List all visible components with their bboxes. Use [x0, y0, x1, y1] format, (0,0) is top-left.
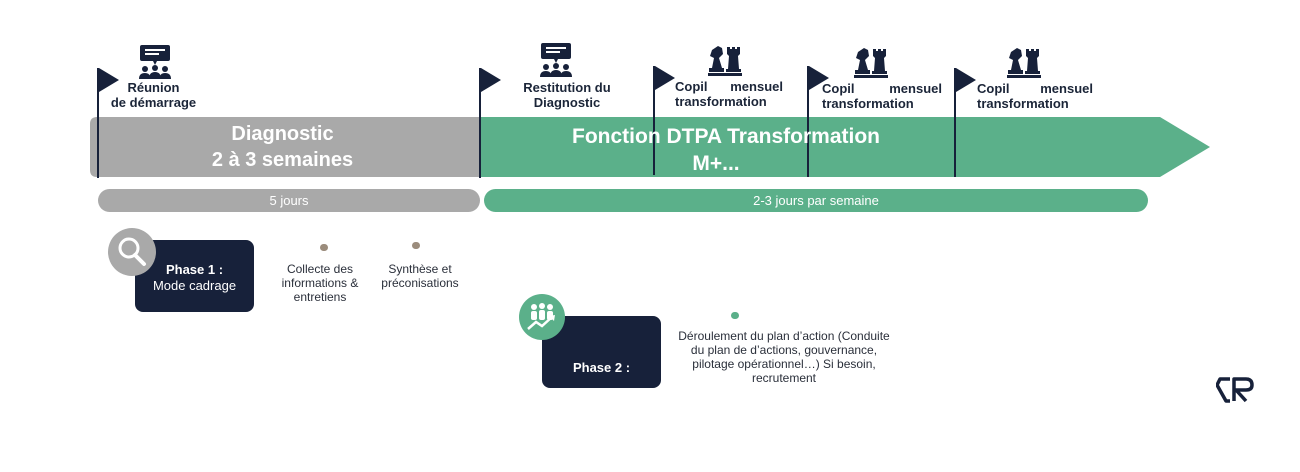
- presentation-icon: [139, 45, 171, 79]
- diagnostic-duration: 2 à 3 semaines: [211, 149, 354, 171]
- phase2-step1-text: Déroulement du plan d’action (Conduite d…: [678, 329, 890, 385]
- flag-copil-3: [956, 68, 976, 92]
- phase1-subtitle: Mode cadrage: [152, 278, 237, 293]
- chess-pieces-icon: [854, 48, 888, 78]
- chess-pieces-icon: [708, 46, 742, 76]
- timeline-banner: [90, 66, 1210, 178]
- milestone-copil-3-sub: transformation: [977, 96, 1069, 111]
- flag-restitution: [481, 68, 501, 92]
- flag-kickoff: [99, 68, 119, 92]
- fonction-period: M+...: [692, 152, 740, 175]
- phase1-step1-text: Collecte des informations & entretiens: [281, 262, 359, 304]
- milestone-copil-2-title: Copil mensuel: [822, 81, 942, 96]
- milestone-copil-3-title: Copil mensuel: [977, 81, 1093, 96]
- phase2-subtitle: Pilotage de la transformation: [559, 408, 644, 439]
- magnifier-icon: [108, 228, 156, 276]
- milestone-restitution-label: Restitution du Diagnostic: [523, 80, 611, 110]
- milestone-copil-1-sub: transformation: [675, 94, 767, 109]
- phase1-step2-text: Synthèse et préconisations: [381, 262, 459, 290]
- fonction-banner-arrow: [480, 117, 1210, 177]
- phase1-title: Phase 1 :: [165, 262, 224, 277]
- logo-icon: [1216, 377, 1254, 403]
- phase2-step1-dot: [731, 312, 739, 319]
- fonction-title: Fonction DTPA Transformation: [572, 125, 880, 148]
- chess-pieces-icon: [1007, 48, 1041, 78]
- phase1-step1-dot: [320, 244, 328, 251]
- presentation-icon: [540, 43, 572, 77]
- milestone-copil-1-title: Copil mensuel: [675, 79, 783, 94]
- fonction-duration-pill: 2-3 jours par semaine: [484, 189, 1148, 212]
- milestone-kickoff-label: Réunion de démarrage: [110, 80, 197, 110]
- phase1-step2-dot: [412, 242, 420, 249]
- team-growth-icon: [519, 294, 565, 340]
- diagnostic-duration-pill: 5 jours: [98, 189, 480, 212]
- flag-copil-2: [809, 66, 829, 90]
- diagnostic-title: Diagnostic: [231, 123, 334, 145]
- milestone-copil-2-sub: transformation: [822, 96, 914, 111]
- flag-copil-1: [655, 66, 675, 90]
- diagnostic-banner: [90, 117, 480, 177]
- phase2-title: Phase 2 :: [572, 360, 631, 375]
